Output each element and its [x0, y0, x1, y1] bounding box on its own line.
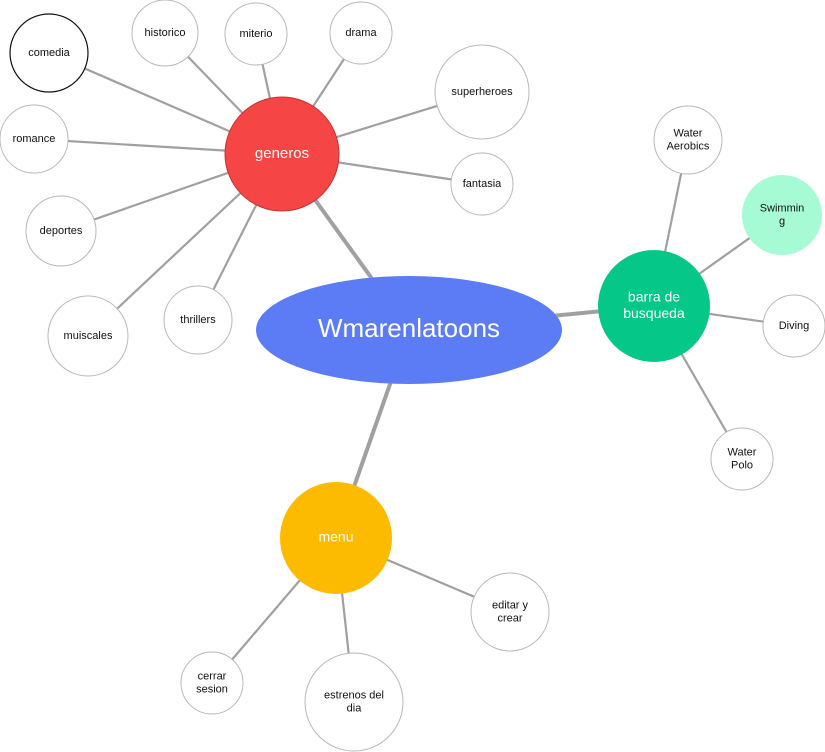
leaf-node-thrillers[interactable]: thrillers — [163, 285, 233, 355]
hub-node-generos[interactable]: generos — [224, 96, 340, 212]
thrillers-label: thrillers — [180, 314, 216, 326]
leaf-circle-thrillers — [163, 285, 233, 355]
leaf-node-superheroes[interactable]: superheroes — [434, 44, 530, 140]
hub-node-menu[interactable]: menu — [280, 482, 392, 594]
water-polo-label-line-2: Polo — [731, 460, 753, 472]
cerrar-sesion-label-line-1: cerrar — [198, 670, 227, 682]
leaf-circle-superheroes — [434, 44, 530, 140]
leaf-node-diving[interactable]: Diving — [762, 294, 825, 358]
water-aerobics-label-line-1: Water — [674, 127, 703, 139]
leaf-circle-editar-crear — [470, 572, 550, 652]
estrenos-label-line-1: estrenos del — [324, 689, 384, 701]
leaf-circle-fantasia — [450, 152, 514, 216]
water-aerobics-label-line-2: Aerobics — [667, 141, 710, 153]
leaf-circle-drama — [329, 1, 393, 65]
diving-label: Diving — [779, 320, 810, 332]
leaf-node-historico[interactable]: historico — [131, 0, 199, 67]
water-polo-label-line-1: Water — [728, 446, 757, 458]
leaf-circle-diving — [762, 294, 825, 358]
leaf-circle-deportes — [25, 195, 97, 267]
root-label: Wmarenlatoons — [318, 313, 500, 343]
hub-circle-generos — [224, 96, 340, 212]
muiscales-label: muiscales — [64, 330, 113, 342]
leaf-node-editar-crear[interactable]: editar y crear — [470, 572, 550, 652]
leaf-circle-water-polo — [710, 427, 774, 491]
editar-crear-label-line-2: crear — [497, 613, 522, 625]
leaf-circle-estrenos — [304, 652, 404, 752]
central-node[interactable]: Wmarenlatoons — [256, 276, 562, 384]
busqueda-label-line-1: barra de — [628, 288, 680, 304]
cerrar-sesion-label-line-2: sesion — [196, 684, 228, 696]
leaf-circle-water-aerobics — [653, 105, 723, 175]
miterio-label: miterio — [239, 28, 272, 40]
leaf-circle-muiscales — [47, 295, 129, 377]
swimming-label-line-2: g — [779, 216, 785, 228]
leaf-node-swimming[interactable]: Swimmin g — [742, 175, 822, 255]
central-ellipse — [256, 276, 562, 384]
deportes-label: deportes — [40, 225, 83, 237]
leaf-node-romance[interactable]: romance — [0, 104, 69, 174]
romance-label: romance — [13, 133, 56, 145]
leaf-circle-miterio — [224, 2, 288, 66]
estrenos-label-line-2: dia — [347, 703, 363, 715]
hub-circle-busqueda — [598, 250, 710, 362]
editar-crear-label-line-1: editar y — [492, 599, 529, 611]
leaf-node-cerrar-sesion[interactable]: cerrar sesion — [180, 651, 244, 715]
comedia-label: comedia — [28, 47, 70, 59]
leaf-circle-comedia — [9, 13, 89, 93]
fantasia-label: fantasia — [463, 178, 502, 190]
leaf-node-drama[interactable]: drama — [329, 1, 393, 65]
historico-label: historico — [145, 27, 186, 39]
leaf-node-muiscales[interactable]: muiscales — [47, 295, 129, 377]
superheroes-label: superheroes — [451, 86, 513, 98]
leaf-node-estrenos[interactable]: estrenos del dia — [304, 652, 404, 752]
leaf-node-miterio[interactable]: miterio — [224, 2, 288, 66]
menu-label: menu — [318, 529, 353, 545]
generos-label: generos — [255, 145, 309, 162]
leaf-circle-cerrar-sesion — [180, 651, 244, 715]
hub-circle-menu — [280, 482, 392, 594]
leaf-node-deportes[interactable]: deportes — [25, 195, 97, 267]
leaf-node-fantasia[interactable]: fantasia — [450, 152, 514, 216]
leaf-circle-romance — [0, 104, 69, 174]
leaf-circle-swimming — [742, 175, 822, 255]
drama-label: drama — [345, 27, 377, 39]
leaf-circle-historico — [131, 0, 199, 67]
swimming-label-line-1: Swimmin — [760, 202, 805, 214]
leaf-node-comedia[interactable]: comedia — [9, 13, 89, 93]
busqueda-label-line-2: busqueda — [623, 305, 685, 321]
